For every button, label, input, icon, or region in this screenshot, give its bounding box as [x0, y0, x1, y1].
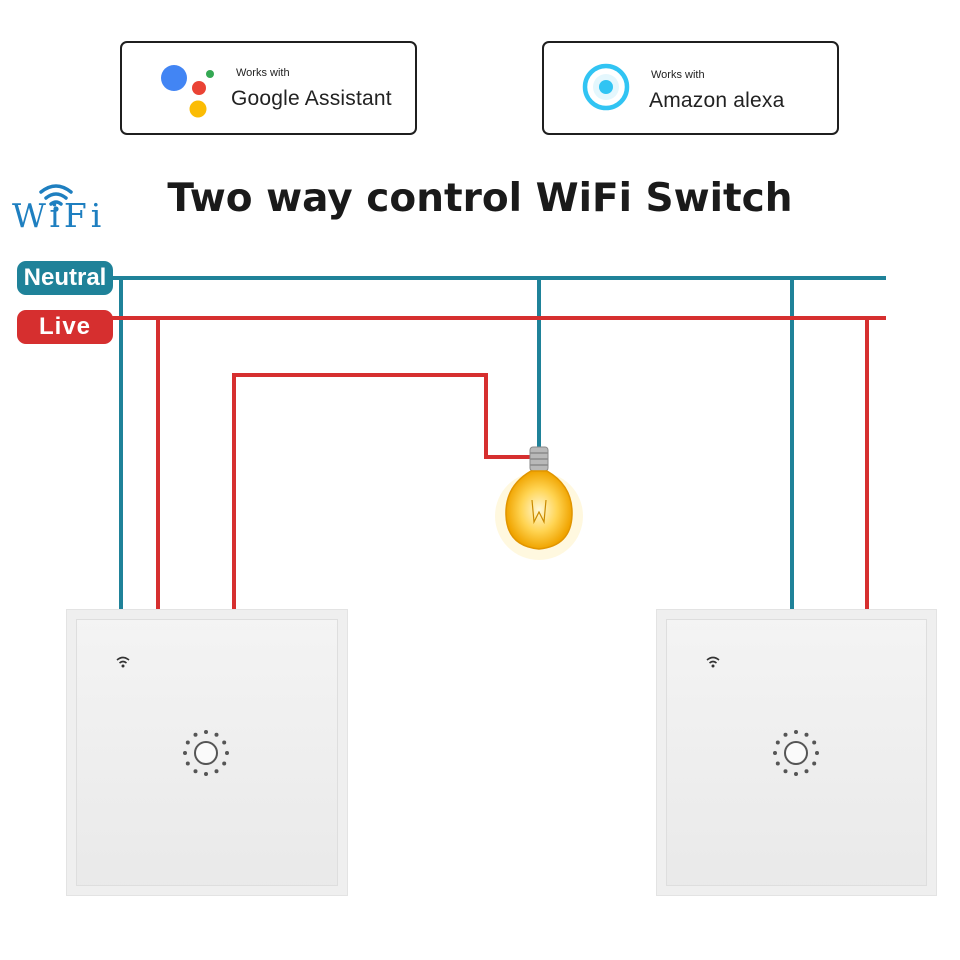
switched-live-wire-lamp: [232, 373, 535, 613]
google-assistant-icon: [161, 65, 214, 118]
badge-product-name: Amazon alexa: [649, 89, 785, 112]
badge-caption: Works with: [651, 69, 705, 81]
wifi-indicator-icon: [706, 656, 720, 668]
right-wifi-switch[interactable]: [657, 610, 936, 895]
touch-button-icon[interactable]: [771, 728, 821, 778]
amazon-alexa-badge: Works with Amazon alexa: [542, 41, 839, 135]
neutral-wire-label: Neutral: [17, 261, 113, 295]
light-bulb-icon: [495, 446, 583, 560]
wifi-logo-text: WiFi: [12, 196, 106, 235]
diagram-title: Two way control WiFi Switch: [167, 176, 793, 221]
badge-caption: Works with: [236, 67, 290, 79]
touch-button-icon[interactable]: [181, 728, 231, 778]
live-wire-label: Live: [17, 310, 113, 344]
alexa-icon: [582, 63, 630, 111]
badge-product-name: Google Assistant: [231, 87, 392, 110]
left-wifi-switch[interactable]: [67, 610, 347, 895]
wifi-icon: [39, 184, 73, 212]
wifi-indicator-icon: [116, 656, 130, 668]
google-assistant-badge: Works with Google Assistant: [120, 41, 417, 135]
